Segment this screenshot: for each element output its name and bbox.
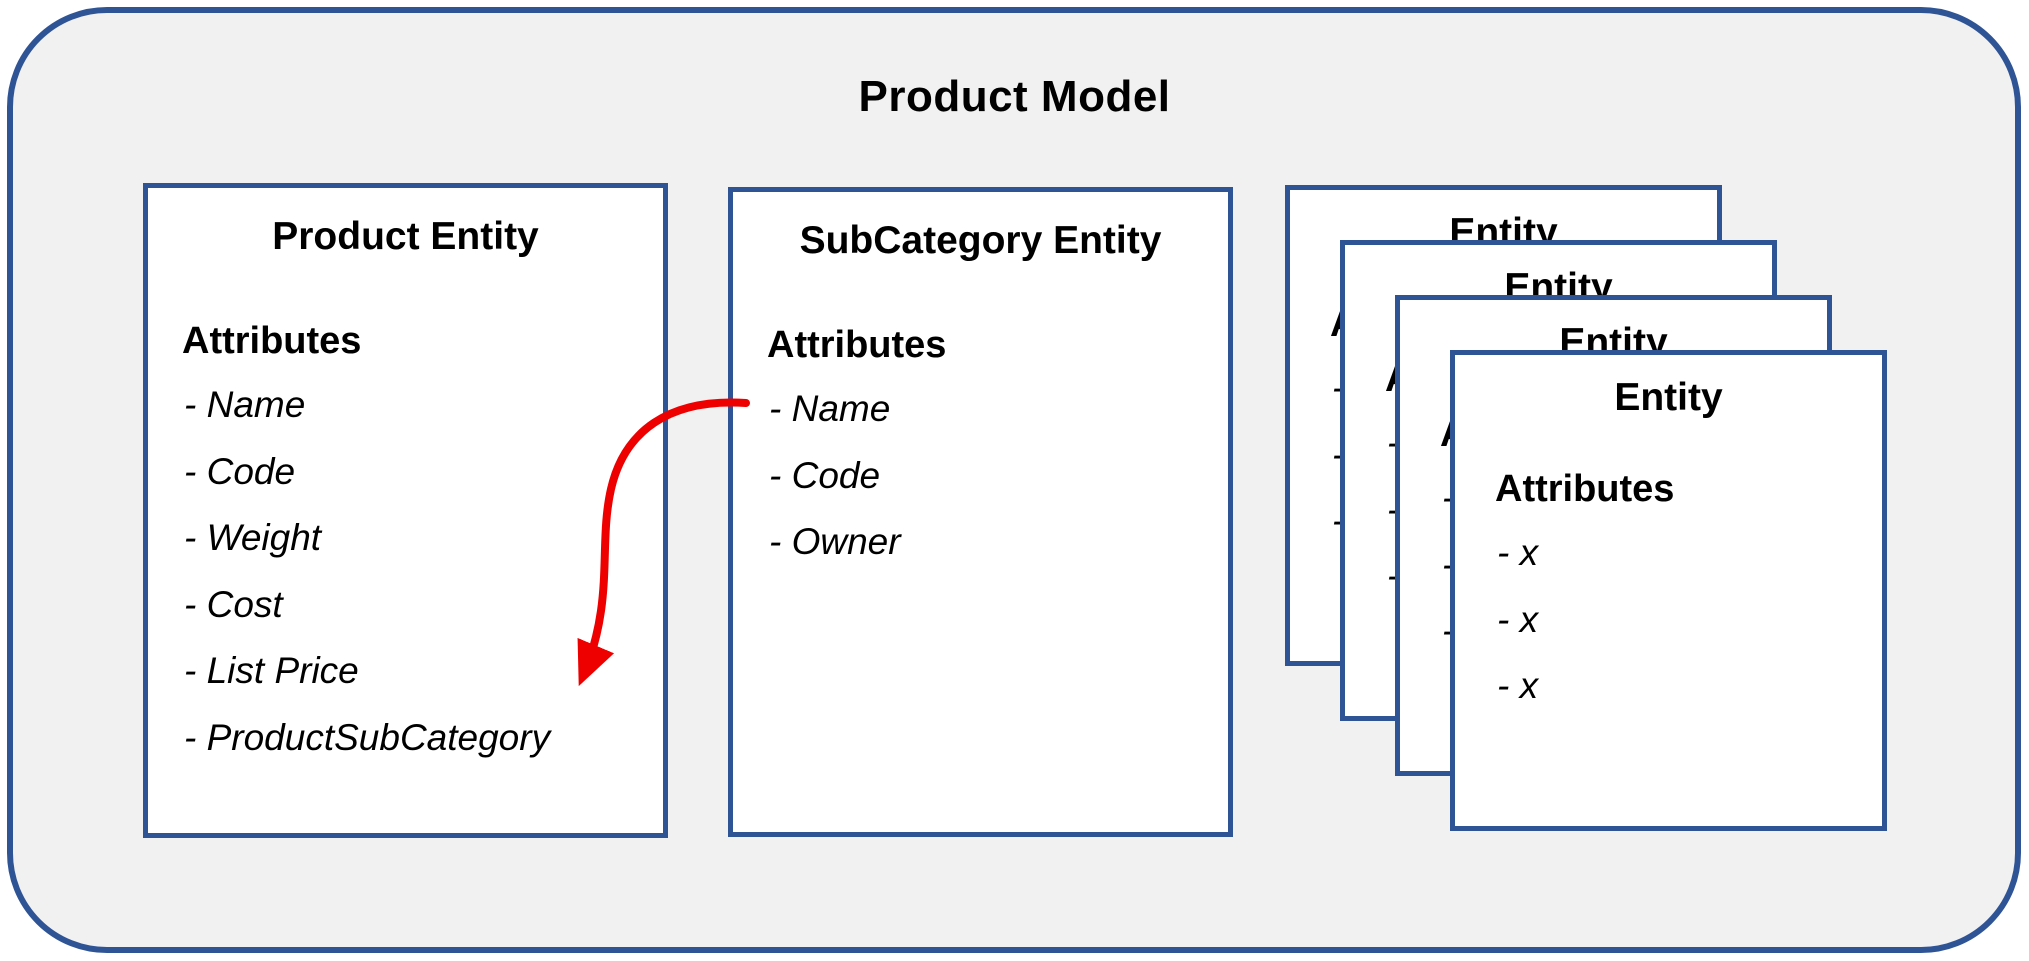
attribute-item: - x — [1497, 532, 1539, 573]
attribute-item: - Code — [769, 454, 881, 496]
attribute-item: - Weight — [184, 517, 322, 558]
attribute-item: - List Price — [184, 650, 359, 691]
product-entity-box: Product Entity Attributes - Name - Code … — [143, 183, 668, 838]
attribute-item: - ProductSubCategory — [184, 716, 551, 758]
attribute-item: - Name — [769, 388, 891, 429]
product-entity-title: Product Entity — [272, 215, 539, 258]
subcategory-entity-box: SubCategory Entity Attributes - Name - C… — [728, 187, 1233, 837]
entity-title: Entity — [1614, 376, 1723, 419]
subcategory-entity-title: SubCategory Entity — [799, 219, 1162, 262]
attribute-item: - Name — [184, 384, 306, 425]
subcategory-attributes-label: Attributes — [767, 324, 947, 366]
attribute-item: - x — [1497, 665, 1539, 706]
entity-attributes-label: Attributes — [1495, 468, 1675, 510]
attribute-item: - x — [1497, 598, 1539, 640]
subcategory-attributes-list: - Name - Code - Owner — [733, 376, 1228, 576]
product-attributes-label: Attributes — [182, 320, 362, 362]
entity-attributes-list: - x - x - x — [1455, 520, 1882, 720]
attribute-item: - Owner — [769, 521, 901, 562]
diagram-title: Product Model — [858, 72, 1171, 121]
attribute-item: - Code — [184, 450, 296, 492]
attribute-item: - Cost — [184, 583, 283, 625]
entity-stack-card-4: Entity Attributes - x - x - x — [1450, 350, 1887, 831]
product-attributes-list: - Name - Code - Weight - Cost - List Pri… — [148, 372, 663, 771]
